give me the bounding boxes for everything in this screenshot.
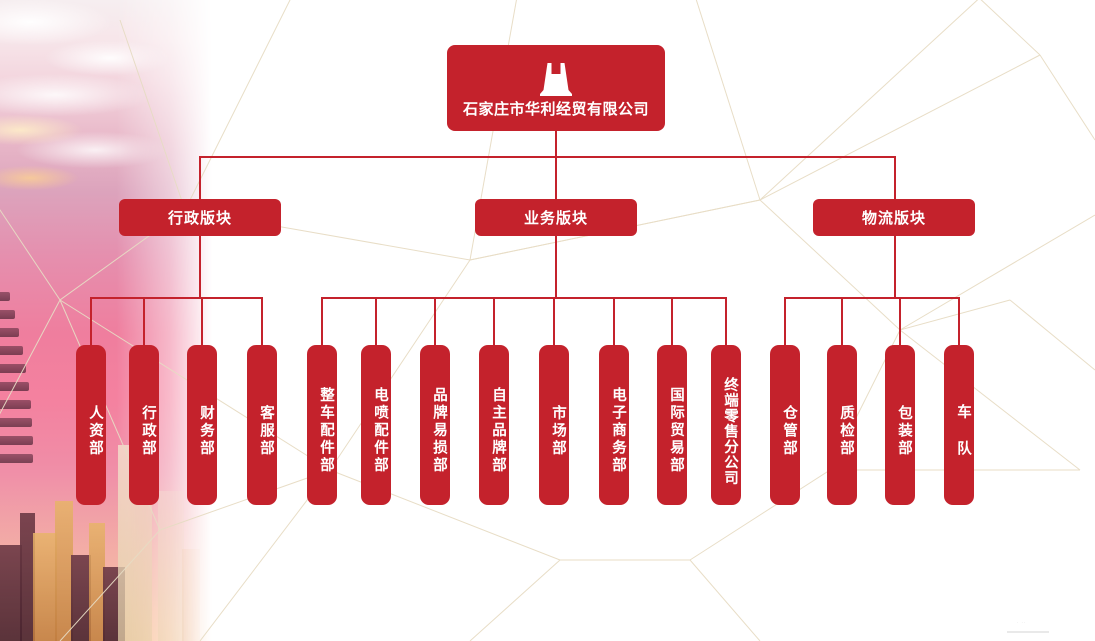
leaf-node-department[interactable]: 行政部 — [129, 345, 159, 505]
connector-leaf-drop — [613, 297, 615, 347]
connector-leaf-drop — [434, 297, 436, 347]
leaf-node-department[interactable]: 自主品牌部 — [479, 345, 509, 505]
leaf-node-department[interactable]: 终端零售分公司 — [711, 345, 741, 505]
leaf-node-department[interactable]: 包装部 — [885, 345, 915, 505]
leaf-node-department[interactable]: 国际贸易部 — [657, 345, 687, 505]
section-node-label: 行政版块 — [167, 210, 232, 227]
connector-leaf-drop — [725, 297, 727, 347]
company-arch-logo-icon — [540, 62, 572, 96]
connector-leaf-drop — [671, 297, 673, 347]
leaf-node-department[interactable]: 品牌易损部 — [420, 345, 450, 505]
connector-leaf-drop — [321, 297, 323, 347]
root-node-label: 石家庄市华利经贸有限公司 — [462, 100, 649, 118]
connector-drop-business — [555, 156, 557, 200]
connector-leaf-drop — [201, 297, 203, 347]
connector-leaf-drop — [143, 297, 145, 347]
connector-drop-logistics — [894, 156, 896, 200]
connector-root-stem — [555, 131, 557, 157]
connector-business-bus — [321, 297, 726, 299]
leaf-node-department[interactable]: 车 队 — [944, 345, 974, 505]
connector-leaf-drop — [553, 297, 555, 347]
connector-leaf-drop — [90, 297, 92, 347]
leaf-node-department[interactable]: 客服部 — [247, 345, 277, 505]
connector-admin-bus — [90, 297, 262, 299]
section-node-logistics[interactable]: 物流版块 — [813, 199, 975, 236]
section-node-business[interactable]: 业务版块 — [475, 199, 637, 236]
leaf-node-department[interactable]: 电喷配件部 — [361, 345, 391, 505]
background-sky-gradient — [0, 0, 212, 641]
leaf-node-department[interactable]: 质检部 — [827, 345, 857, 505]
leaf-node-department[interactable]: 财务部 — [187, 345, 217, 505]
connector-admin-stem — [199, 236, 201, 298]
connector-leaf-drop — [261, 297, 263, 347]
section-node-label: 物流版块 — [861, 210, 926, 227]
leaf-node-department[interactable]: 整车配件部 — [307, 345, 337, 505]
connector-leaf-drop — [899, 297, 901, 347]
leaf-node-department[interactable]: 人资部 — [76, 345, 106, 505]
connector-leaf-drop — [493, 297, 495, 347]
background-pagoda-silhouette — [0, 292, 44, 472]
corner-watermark-label: · ·· — [1017, 620, 1027, 625]
connector-drop-admin — [199, 156, 201, 200]
connector-leaf-drop — [375, 297, 377, 347]
connector-leaf-drop — [841, 297, 843, 347]
connector-leaf-drop — [784, 297, 786, 347]
section-node-label: 业务版块 — [523, 210, 588, 227]
connector-level1-bus — [199, 156, 895, 158]
corner-watermark: · ·· — [1007, 619, 1049, 633]
connector-leaf-drop — [958, 297, 960, 347]
background-clouds — [0, 0, 200, 230]
section-node-admin[interactable]: 行政版块 — [119, 199, 281, 236]
root-node-company[interactable]: 石家庄市华利经贸有限公司 — [447, 45, 665, 131]
connector-logistics-stem — [894, 236, 896, 298]
connector-business-stem — [555, 236, 557, 298]
leaf-node-department[interactable]: 市场部 — [539, 345, 569, 505]
connector-logistics-bus — [784, 297, 959, 299]
leaf-node-department[interactable]: 仓管部 — [770, 345, 800, 505]
leaf-node-department[interactable]: 电子商务部 — [599, 345, 629, 505]
